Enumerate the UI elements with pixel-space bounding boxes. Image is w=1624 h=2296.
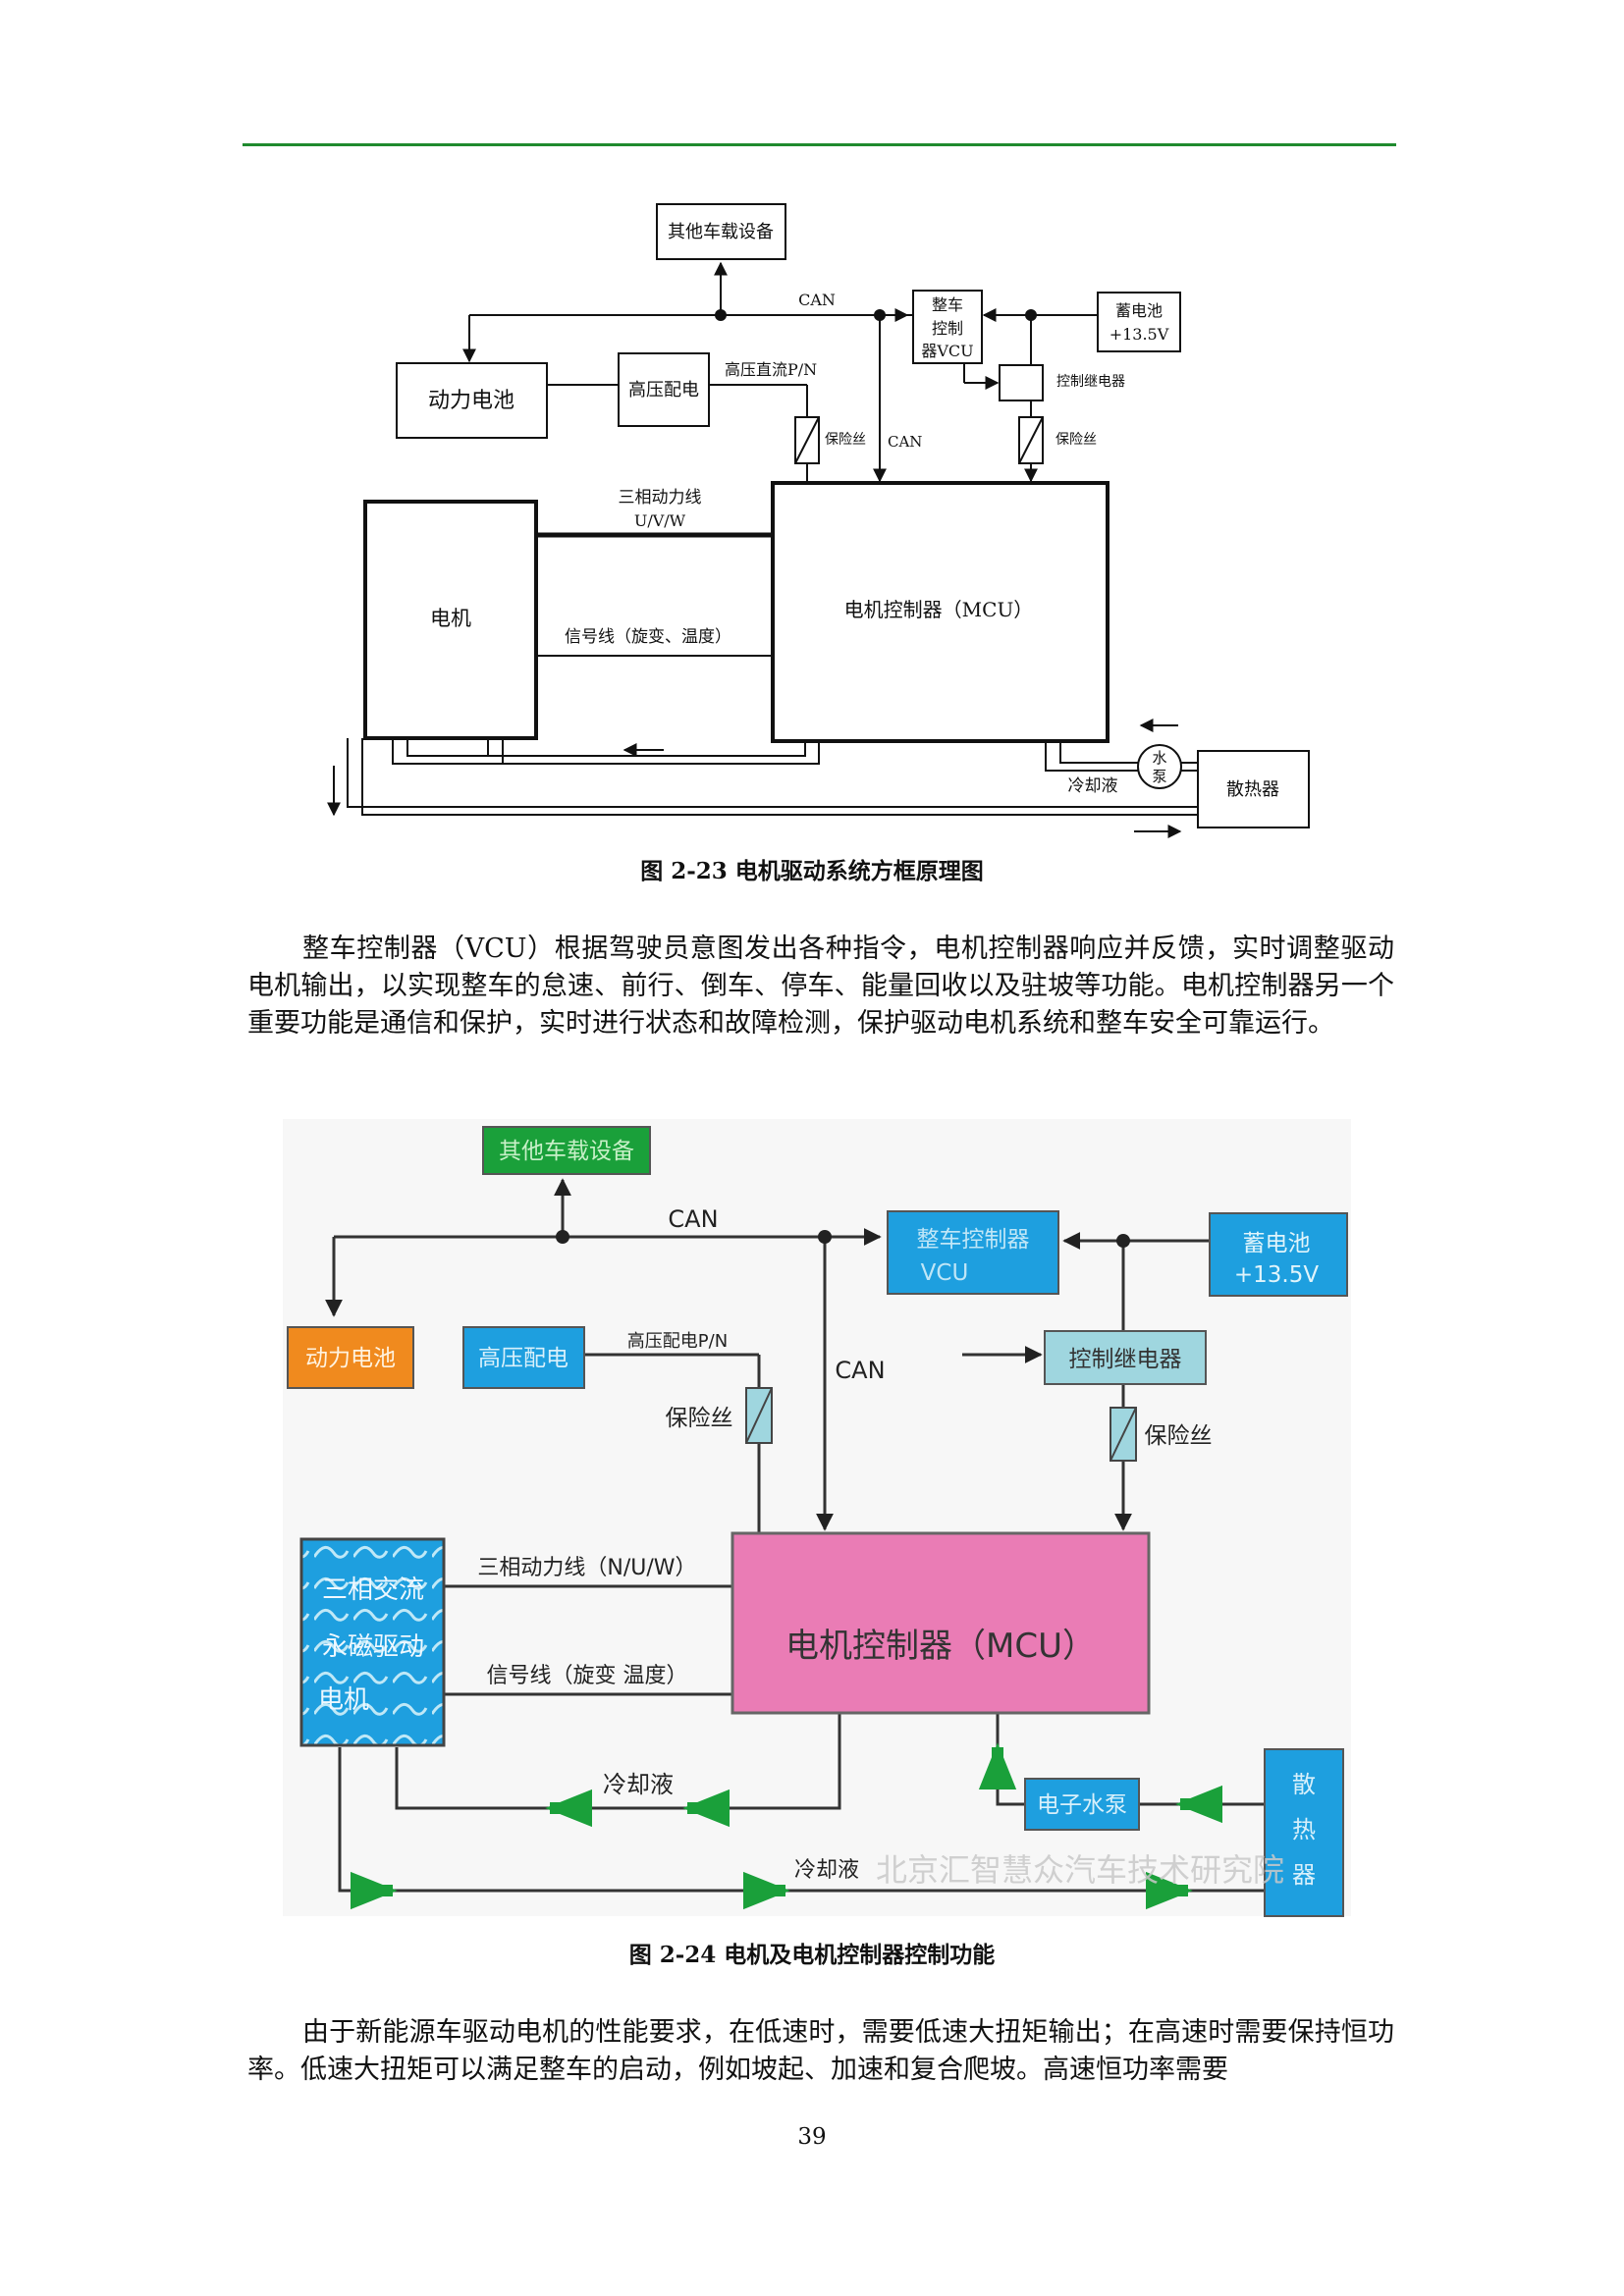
paragraph-1-text: 整车控制器（VCU）根据驾驶员意图发出各种指令，电机控制器响应并反馈，实时调整驱… [247, 934, 1394, 1039]
fig2-pump-box [1024, 1778, 1140, 1831]
fig1-radiator-label: 散热器 [1226, 779, 1279, 800]
fig1-vcu-label-1: 整车 [932, 295, 963, 314]
fig1-motor-label: 电机 [430, 607, 471, 630]
fig2-can-mid-label: CAN [835, 1357, 885, 1384]
fig1-hv-distribution-box [618, 352, 710, 427]
fig1-battery12-label-2: +13.5V [1110, 325, 1169, 344]
fig1-other-devices-box [656, 203, 786, 260]
paragraph-vcu-mcu: 整车控制器（VCU）根据驾驶员意图发出各种指令，电机控制器响应并反馈，实时调整驱… [247, 931, 1394, 1042]
figure1-caption: 图 2-23 电机驱动系统方框原理图 [640, 858, 984, 884]
fig2-other-devices-box [482, 1126, 651, 1175]
fig2-power-battery-label: 动力电池 [305, 1346, 396, 1371]
fig2-power-battery-box [287, 1326, 414, 1389]
fig1-mcu-label: 电机控制器（MCU） [844, 598, 1034, 621]
fig2-hv-distribution-box [462, 1326, 585, 1389]
fig1-battery12-box [1097, 292, 1181, 352]
fig1-vcu-box [912, 290, 983, 364]
fig2-relay-box [1044, 1330, 1207, 1385]
fig1-coolant-label: 冷却液 [1068, 776, 1118, 796]
fig1-relay-label: 控制继电器 [1056, 374, 1125, 390]
fig1-relay-box [999, 364, 1044, 401]
paragraph-motor-requirements: 由于新能源车驱动电机的性能要求，在低速时，需要低速大扭矩输出；在高速时需要保持恒… [247, 2014, 1394, 2089]
fig2-watermark: 北京汇智慧众汽车技术研究院 [876, 1851, 1284, 1889]
fig2-battery12-label-1: 蓄电池 [1243, 1231, 1311, 1256]
fig1-motor-box [363, 500, 538, 740]
paragraph-2-text: 由于新能源车驱动电机的性能要求，在低速时，需要低速大扭矩输出；在高速时需要保持恒… [247, 2017, 1394, 2085]
fig2-three-phase-label: 三相动力线（N/U/W） [477, 1556, 696, 1580]
fig1-hv-distribution-label: 高压配电 [628, 380, 699, 400]
fig2-hv-distribution-label: 高压配电 [478, 1346, 568, 1371]
fig1-hv-dc-label: 高压直流P/N [725, 360, 817, 379]
fig2-battery12-label-2: +13.5V [1234, 1262, 1319, 1288]
fig2-mcu-label: 电机控制器（MCU） [785, 1627, 1096, 1666]
fig1-pump-label-2: 泵 [1152, 768, 1166, 785]
fig1-can-mid-label: CAN [888, 433, 922, 451]
fig1-three-phase-label-2: U/V/W [634, 511, 686, 530]
fig2-fuse-right-label: 保险丝 [1145, 1423, 1213, 1449]
fig2-battery12-box [1209, 1212, 1348, 1297]
fig2-can-top-label: CAN [668, 1205, 718, 1233]
fig2-motor-label-3: 电机 [318, 1685, 369, 1715]
fig2-radiator-box [1264, 1748, 1344, 1917]
fig2-signal-label: 信号线（旋变 温度） [487, 1664, 688, 1688]
fig2-radiator-label-3: 器 [1292, 1861, 1316, 1889]
fig1-can-top-label: CAN [798, 291, 836, 309]
fig1-pump-label-1: 水 [1152, 749, 1166, 767]
fig1-power-battery-label: 动力电池 [428, 389, 514, 413]
fig2-hv-pn-label: 高压配电P/N [627, 1331, 728, 1352]
fig2-coolant-bottom-label: 冷却液 [794, 1858, 859, 1883]
fig2-radiator-label-1: 散 [1292, 1771, 1316, 1798]
fig1-fuse-right-label: 保险丝 [1056, 432, 1097, 448]
figure-motor-control-function: 其他车载设备 CAN 整车控制器 VCU 蓄电池 +13.5V 动力电池 高压配… [283, 1119, 1351, 1917]
fig2-motor-label-1: 三相交流 [322, 1575, 424, 1605]
fig2-mcu-box [731, 1531, 1151, 1715]
fig2-motor-label-2: 永磁驱动 [322, 1632, 424, 1662]
fig1-other-devices-label: 其他车载设备 [668, 222, 774, 242]
fig1-fuse-left-label: 保险丝 [825, 432, 866, 448]
header-rule [243, 143, 1396, 146]
fig2-pump-label: 电子水泵 [1037, 1792, 1127, 1818]
fig1-three-phase-label-1: 三相动力线 [619, 488, 702, 507]
fig2-background [283, 1119, 1351, 1916]
fig1-vcu-label-3: 器VCU [921, 342, 973, 360]
fig2-radiator-label-2: 热 [1292, 1816, 1316, 1843]
fig2-relay-label: 控制继电器 [1069, 1347, 1182, 1372]
fig1-signal-label: 信号线（旋变、温度） [565, 627, 731, 647]
fig2-vcu-label-1: 整车控制器 [917, 1227, 1030, 1253]
fig1-pump-circle [1137, 744, 1182, 789]
fig1-mcu-box [771, 481, 1110, 743]
fig2-fuse-left-label: 保险丝 [666, 1406, 733, 1431]
figure2-caption: 图 2-24 电机及电机控制器控制功能 [628, 1942, 996, 1968]
fig1-vcu-label-2: 控制 [932, 319, 963, 338]
fig2-vcu-label-2: VCU [921, 1260, 969, 1286]
fig2-other-devices-label: 其他车载设备 [499, 1139, 634, 1164]
fig1-radiator-box [1197, 750, 1310, 828]
fig2-vcu-box [887, 1210, 1059, 1295]
page-number: 39 [797, 2124, 827, 2150]
fig1-battery12-label-1: 蓄电池 [1115, 301, 1163, 320]
figure-motor-drive-block-diagram: 其他车载设备 CAN 整车 控制 器VCU 蓄电池 +13.5V 动力电池 高压… [327, 203, 1310, 838]
fig2-motor-box [299, 1537, 446, 1747]
fig1-power-battery-box [396, 362, 548, 439]
fig2-coolant-label: 冷却液 [603, 1771, 674, 1798]
